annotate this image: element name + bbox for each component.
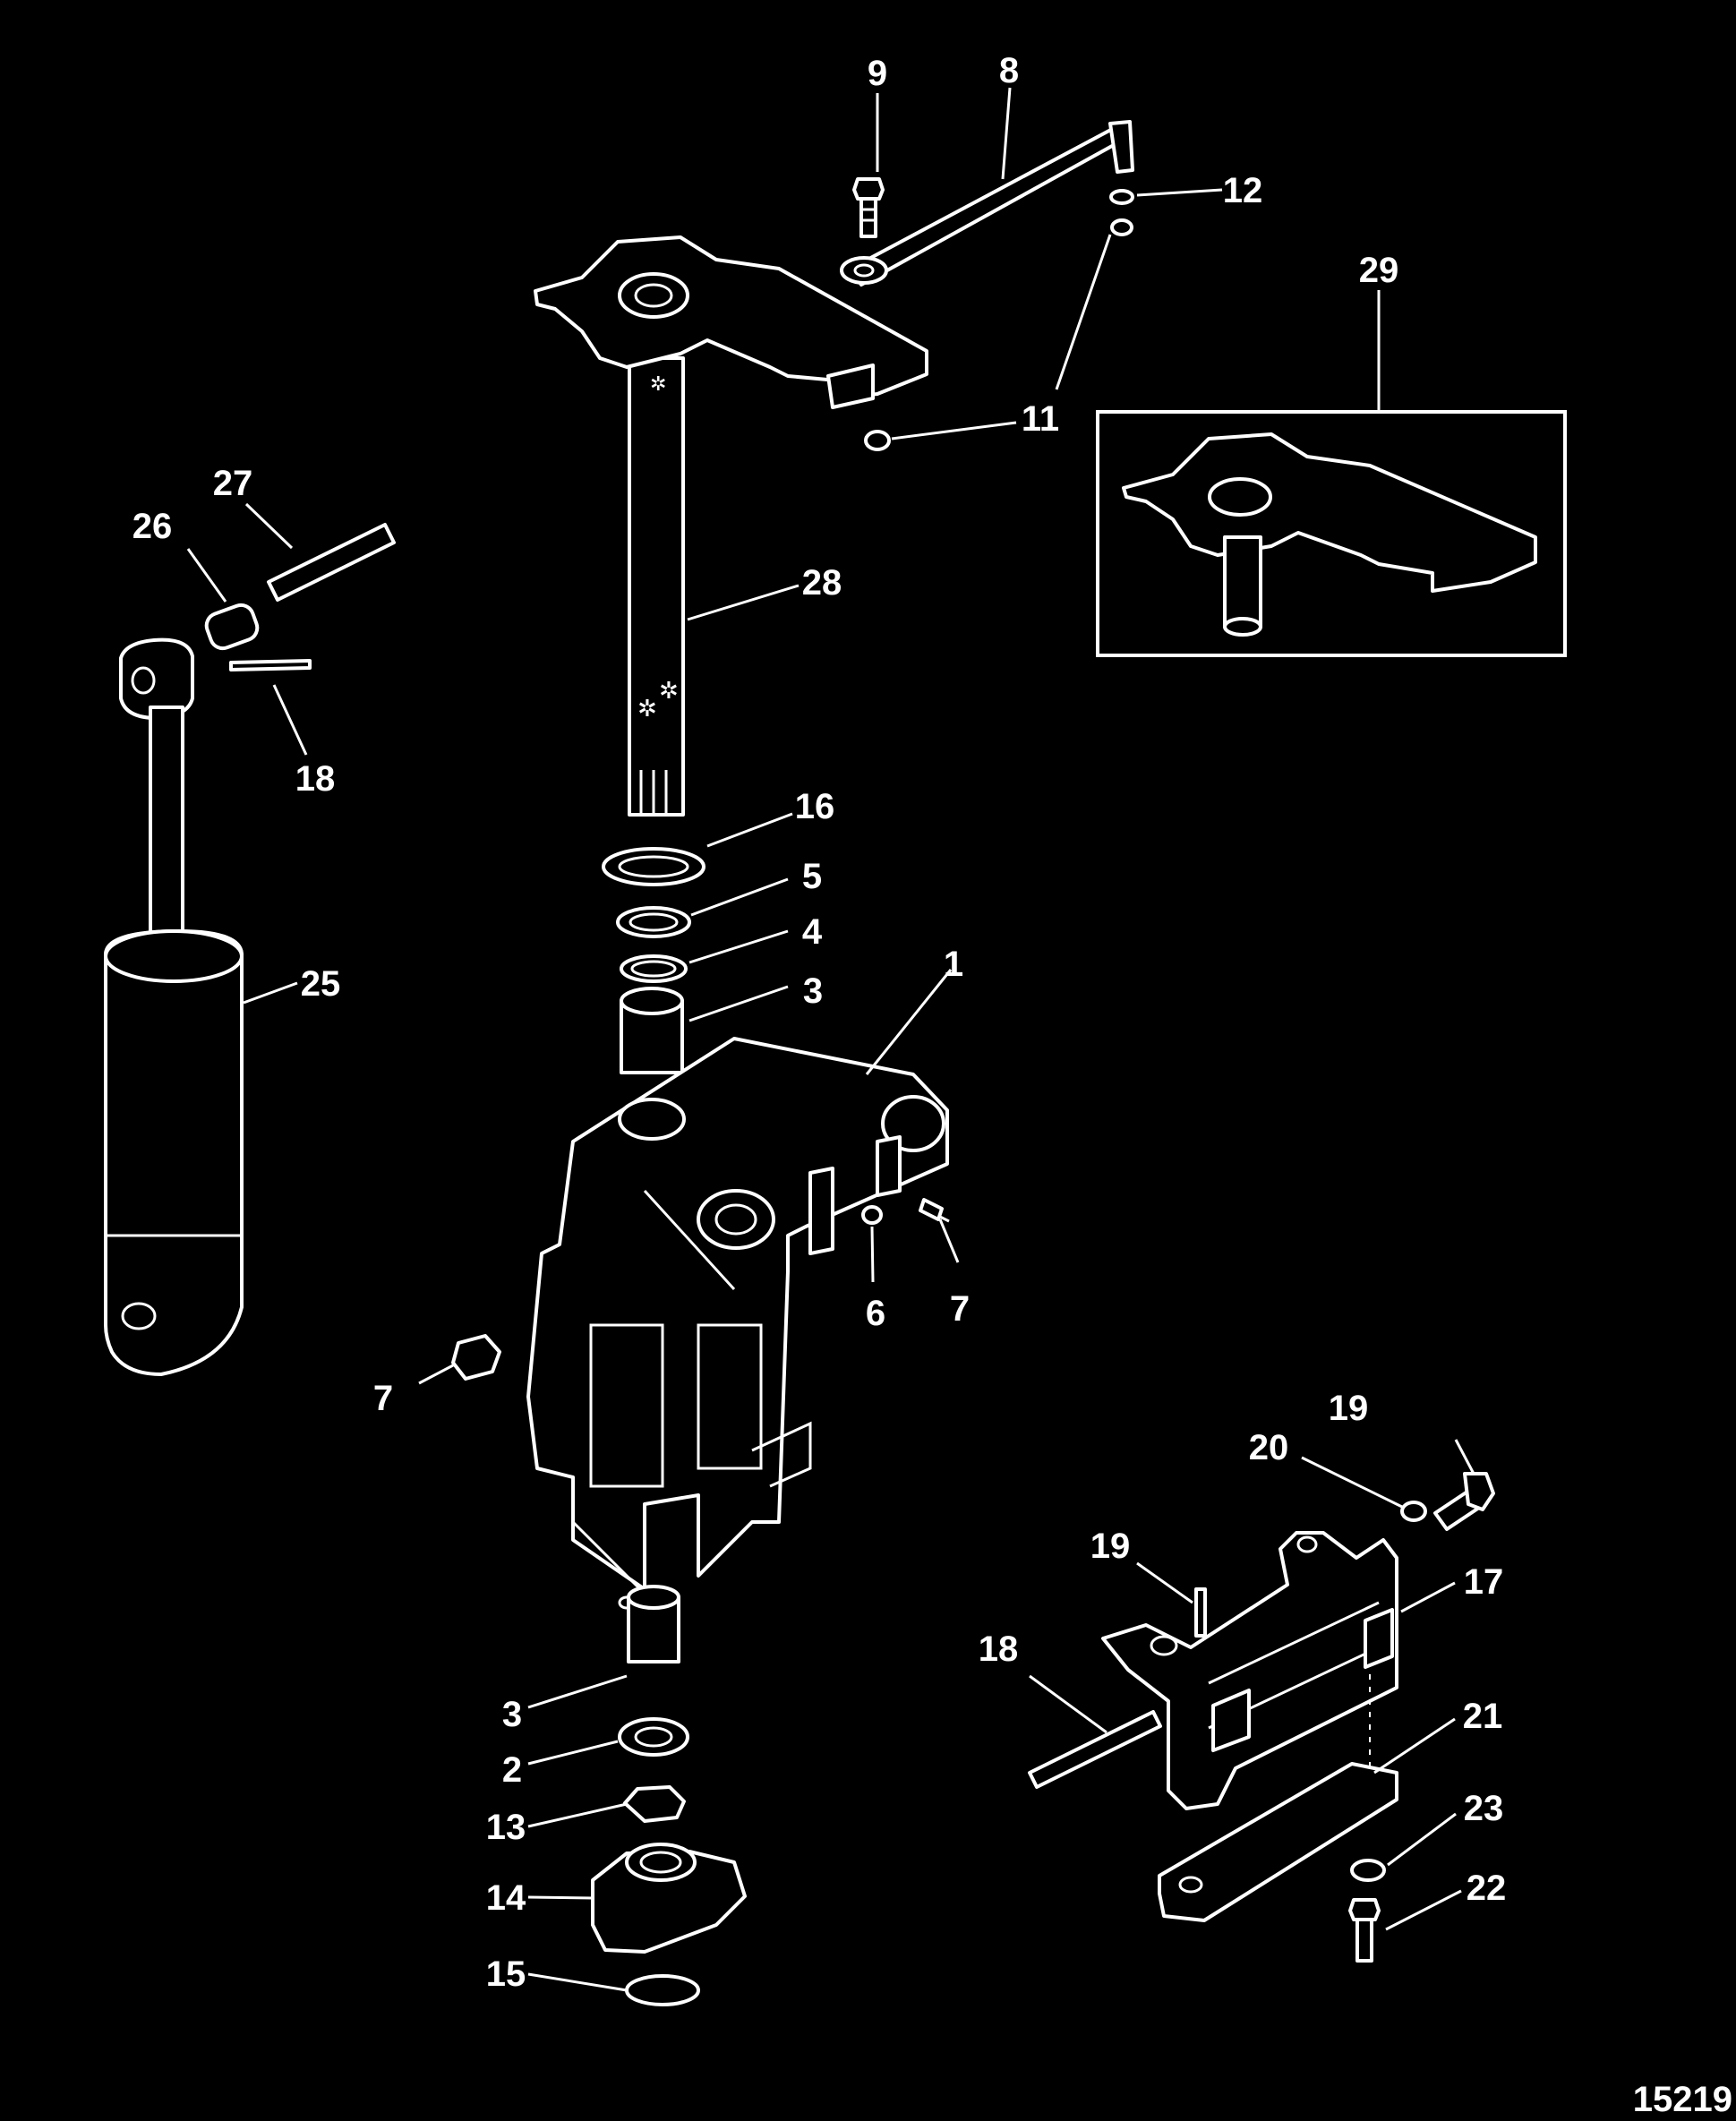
callout-16: 16 — [795, 787, 835, 826]
part-5-ring — [616, 906, 691, 938]
callout-9: 8 — [999, 51, 1019, 90]
part-27-pin — [267, 523, 396, 602]
callout-7: 7 — [373, 1379, 393, 1418]
part-15-snap-ring — [625, 1974, 700, 2006]
part-17-mount-bracket — [1101, 1531, 1398, 1810]
callout-8: 7 — [950, 1289, 970, 1329]
callout-3-upper: 3 — [803, 971, 823, 1011]
part-1-swivel-bracket — [526, 1037, 949, 1612]
part-9-link-rod — [840, 120, 1134, 287]
part-4-ring — [620, 954, 688, 983]
svg-text:✲: ✲ — [659, 677, 679, 704]
callout-6: 6 — [866, 1294, 885, 1333]
callout-15: 15 — [486, 1954, 526, 1994]
part-6-nut — [861, 1205, 883, 1225]
callout-22: 21 — [1463, 1697, 1503, 1736]
callout-20: 19 — [1329, 1389, 1369, 1428]
part-11-nut-lower — [864, 430, 891, 451]
svg-text:✲: ✲ — [637, 695, 657, 722]
leader-lines — [186, 87, 1475, 1992]
part-25-cylinder — [104, 637, 244, 1376]
callout-21: 20 — [1249, 1428, 1289, 1467]
callout-12: 12 — [1223, 171, 1263, 210]
callout-2: 2 — [502, 1750, 522, 1790]
part-11-nut-upper — [1110, 218, 1133, 236]
callout-23: 22 — [1467, 1869, 1507, 1908]
callout-19-lower: 19 — [1090, 1527, 1131, 1566]
callout-4: 4 — [802, 912, 823, 952]
callout-10: 9 — [868, 54, 887, 93]
callout-19-upper: 18 — [295, 759, 336, 799]
callout-28: 28 — [802, 563, 842, 603]
figure-number: 15219 — [1633, 2080, 1732, 2119]
part-13-tab-washer — [623, 1785, 686, 1823]
part-12-washer — [1109, 189, 1134, 205]
part-8-screw — [919, 1198, 950, 1223]
part-14-steering-yoke — [591, 1843, 747, 1954]
callout-11: 11 — [1022, 399, 1059, 439]
part-3-bushing-upper — [620, 987, 684, 1074]
svg-text:✲: ✲ — [650, 372, 666, 395]
callout-14: 14 — [486, 1878, 526, 1918]
part-28-steering-arm: ✲ ✲ ✲ — [534, 235, 928, 817]
part-19-roll-pin-lower — [1194, 1587, 1207, 1638]
part-18-pivot-pin — [1028, 1710, 1162, 1789]
part-7-nut — [451, 1334, 501, 1381]
callout-29: 29 — [1359, 251, 1399, 290]
part-22-plate — [1158, 1674, 1398, 1922]
callout-27: 27 — [213, 464, 253, 503]
part-16-seal — [602, 847, 706, 886]
part-10-bolt — [852, 177, 885, 238]
part-20-bolt — [1433, 1472, 1495, 1531]
callout-1: 1 — [944, 945, 963, 984]
part-29-inset — [1096, 410, 1567, 657]
part-19-roll-pin-upper — [229, 659, 312, 671]
part-23-bolt — [1348, 1898, 1381, 1963]
callout-3-lower: 3 — [502, 1695, 522, 1734]
callout-5: 5 — [802, 857, 822, 896]
part-2-seal — [618, 1717, 689, 1757]
part-26-bushing — [204, 603, 260, 651]
callout-13: 13 — [486, 1808, 526, 1847]
part-24-washer — [1350, 1859, 1386, 1882]
callout-17: 17 — [1464, 1562, 1504, 1602]
callout-25: 25 — [301, 964, 341, 1004]
part-21-washer — [1400, 1501, 1427, 1522]
part-3-bushing-lower — [627, 1585, 680, 1663]
callout-26: 26 — [133, 507, 173, 546]
callout-24: 23 — [1464, 1789, 1504, 1828]
callout-18: 18 — [979, 1629, 1019, 1669]
